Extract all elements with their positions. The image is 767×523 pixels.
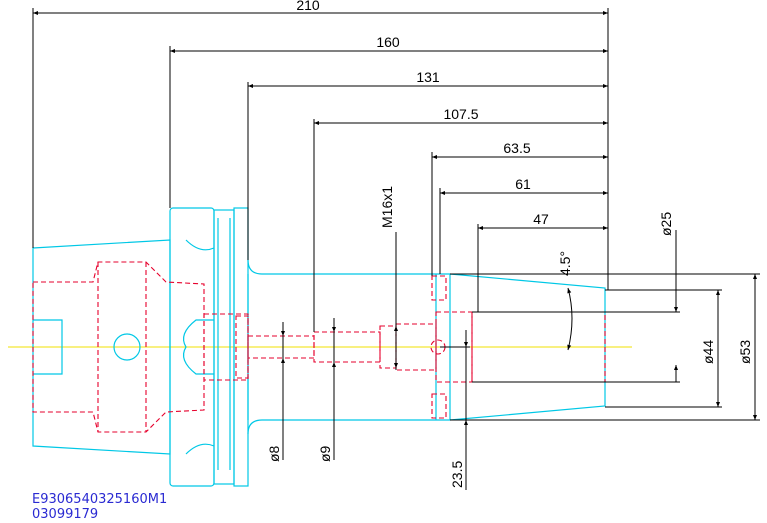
dim-dia-44: ø44	[700, 340, 716, 364]
part-number: E9306540325160M1	[32, 492, 168, 507]
retention-end	[183, 319, 214, 375]
dim-dia-53: ø53	[737, 340, 753, 364]
dimension-lines	[32, 8, 760, 490]
hidden-lines	[32, 261, 606, 433]
dim-131: 131	[416, 69, 440, 85]
dim-47: 47	[533, 211, 549, 227]
dim-160: 160	[376, 34, 400, 50]
drive-slot	[33, 319, 63, 375]
dim-dia-8: ø8	[266, 445, 282, 462]
dim-107-5: 107.5	[443, 106, 478, 122]
dim-dia-25: ø25	[658, 212, 674, 236]
dim-210: 210	[296, 0, 320, 13]
dim-thread-m16x1: M16x1	[379, 186, 395, 228]
coolant-bore	[113, 333, 141, 361]
dim-dia-9: ø9	[317, 445, 333, 462]
dim-63-5: 63.5	[503, 140, 530, 156]
dim-61: 61	[515, 176, 531, 192]
part-code: 03099179	[32, 507, 99, 522]
dimension-labels: 210 160 131 107.5 63.5 61 47 M16x1 4.5° …	[266, 0, 753, 488]
dim-23-5: 23.5	[449, 461, 465, 488]
dim-angle: 4.5°	[557, 251, 573, 276]
